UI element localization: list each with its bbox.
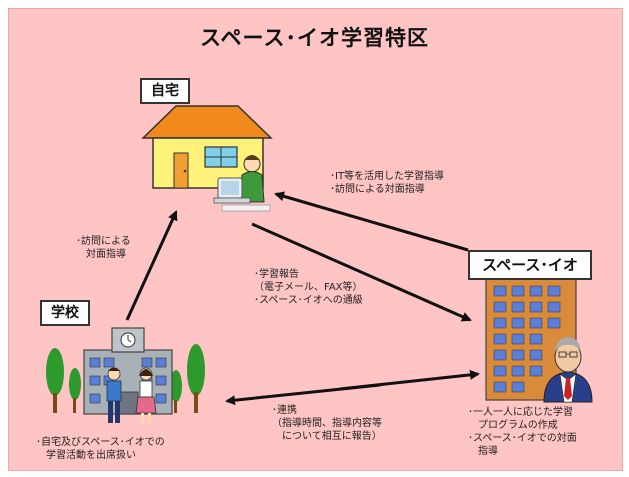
annotation-home-to-io: ･学習報告 （電子メール、FAX等） ･スペース･イオへの通級: [254, 269, 363, 306]
teacher-icon: [543, 337, 593, 403]
arrow-school-to-home: [125, 210, 178, 321]
student-computer-icon: [213, 155, 271, 212]
school-label: 学校: [40, 300, 90, 326]
students-icon: [106, 367, 157, 423]
annotation-io-note: ･一人一人に応じた学習 プログラムの作成 ･スペース･イオでの対面 指導: [468, 407, 577, 457]
annotation-school-note: ･自宅及びスペース･イオでの 学習活動を出席扱い: [36, 437, 165, 461]
diagram-title: スペース･イオ学習特区: [200, 26, 429, 50]
arrow-io-to-home: [274, 191, 469, 252]
space-io-label: スペース･イオ: [468, 250, 592, 280]
annotation-school-to-home: ･訪問による 対面指導: [76, 236, 131, 260]
annotation-io-to-home: ･IT等を活用した学習指導 ･訪問による対面指導: [330, 171, 445, 195]
arrow-home-to-io: [251, 222, 472, 322]
school-building-icon: [83, 327, 173, 415]
home-label: 自宅: [140, 78, 190, 104]
arrow-school-to-io: [339, 369, 480, 391]
tree-icon: [46, 344, 205, 413]
annotation-school-io: ･連携 （指導時間、指導内容等 について相互に報告）: [272, 405, 382, 442]
